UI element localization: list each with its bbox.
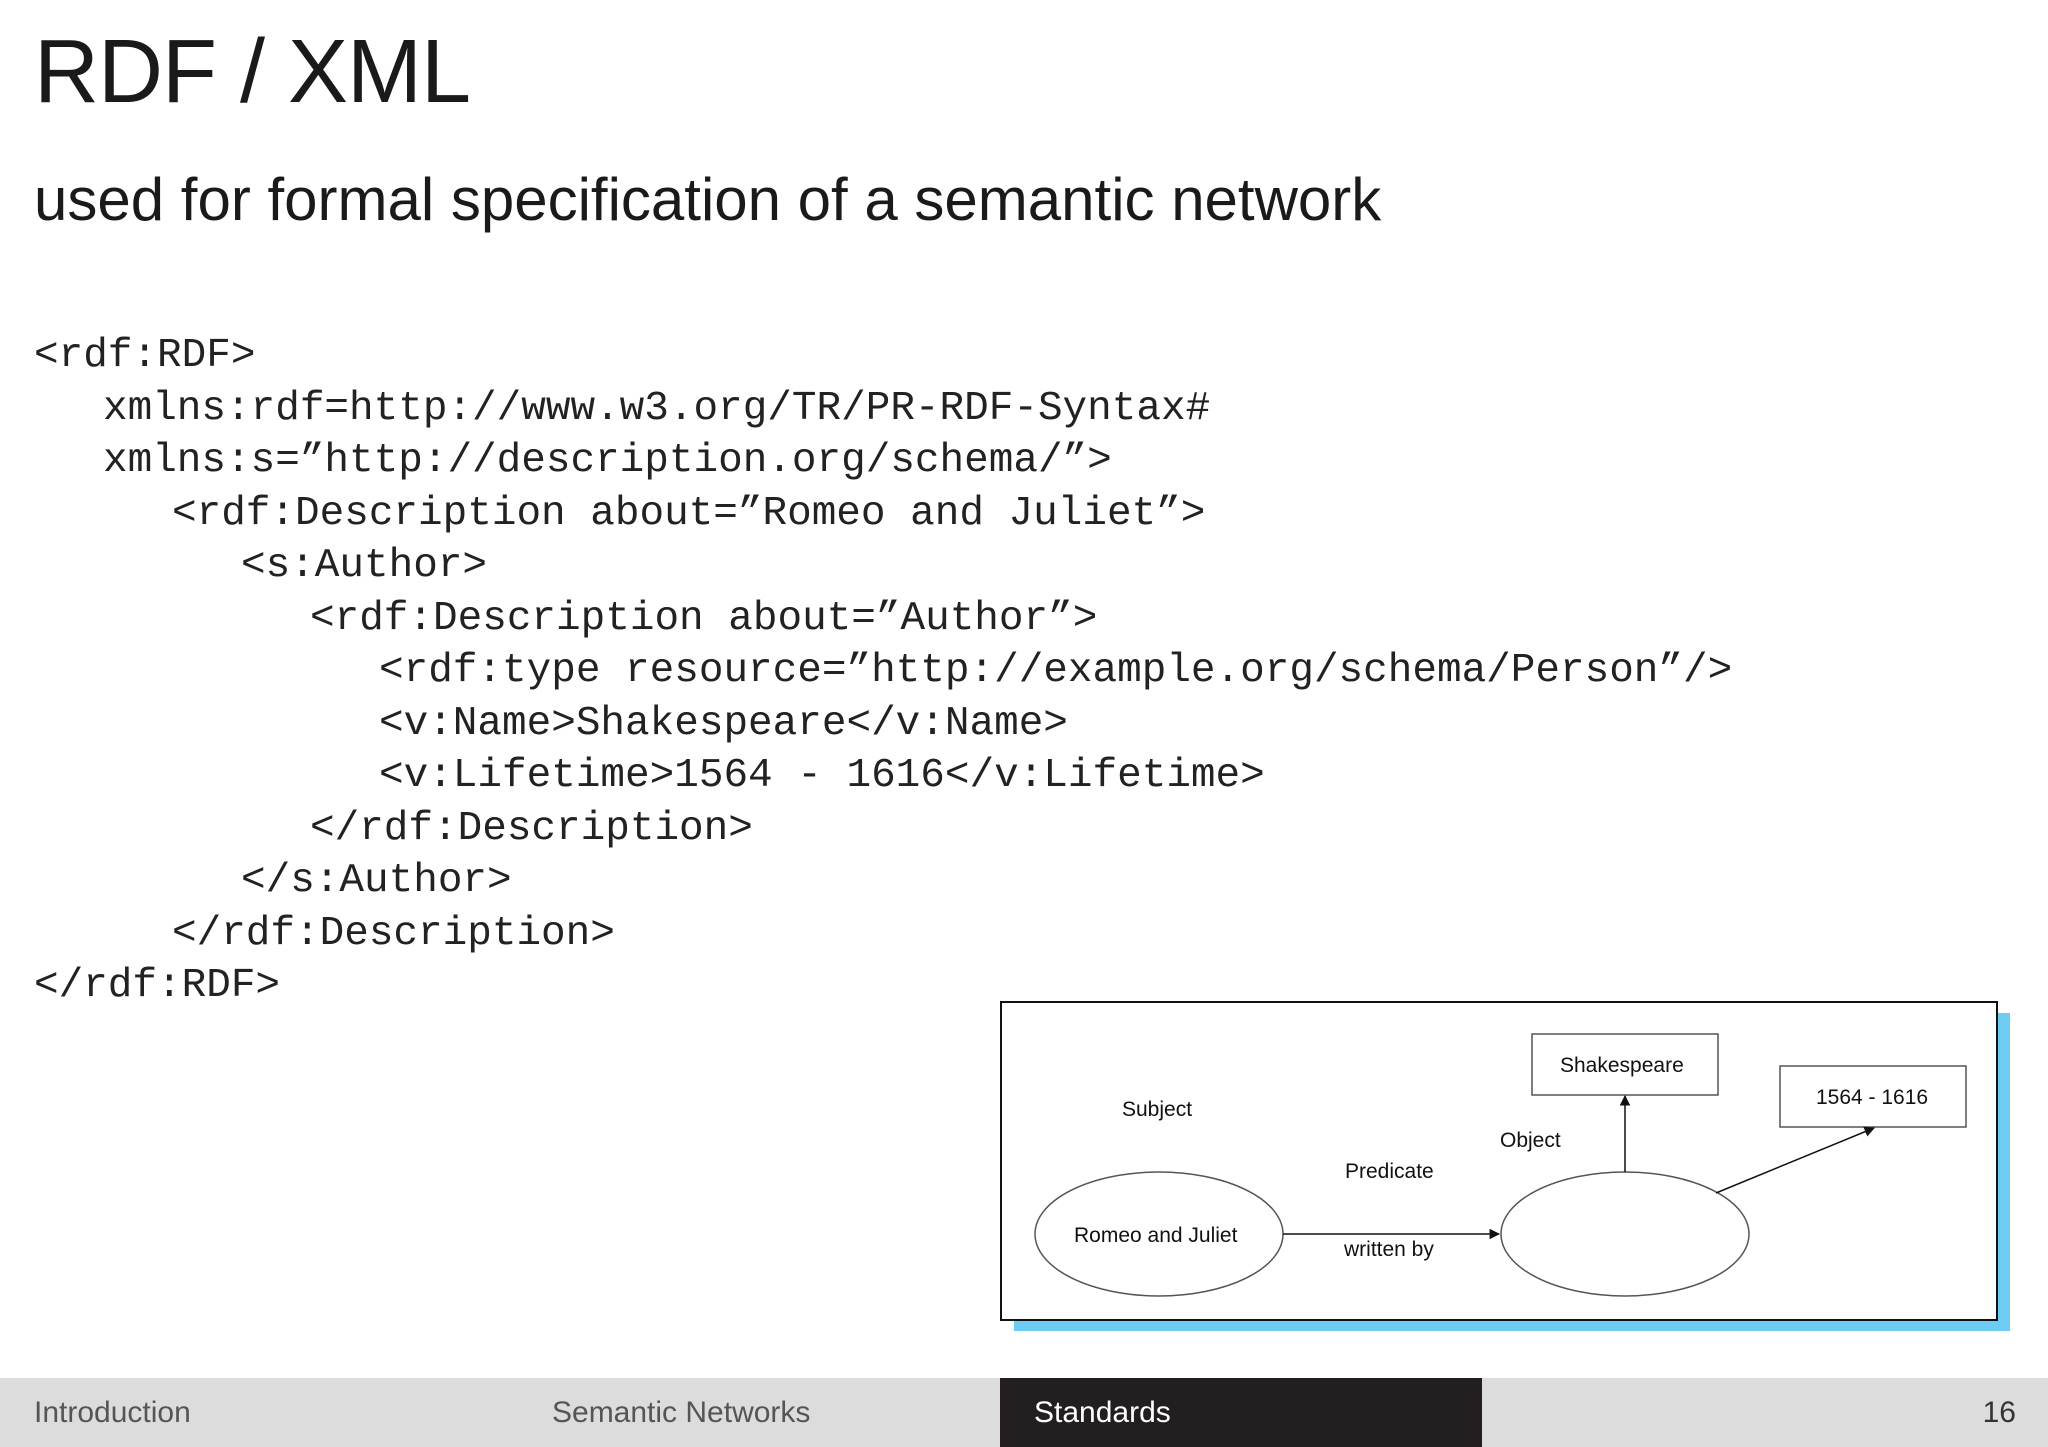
footer-section-semantic-networks[interactable]: Semantic Networks xyxy=(552,1396,811,1429)
edge-label: written by xyxy=(1344,1238,1434,1261)
rdf-diagram: Subject Predicate Object Romeo and Julie… xyxy=(1000,1001,2010,1331)
code-line: xmlns:rdf=http://www.w3.org/TR/PR-RDF-Sy… xyxy=(103,385,1211,432)
subject-label: Subject xyxy=(1122,1098,1193,1121)
code-line: <v:Lifetime>1564 - 1616</v:Lifetime> xyxy=(379,753,1265,799)
footer-section-standards[interactable]: Standards xyxy=(1000,1378,1482,1447)
code-line: </s:Author> xyxy=(241,858,512,904)
code-line: <rdf:Description about=”Author”> xyxy=(310,595,1098,642)
page-number: 16 xyxy=(1982,1396,2016,1429)
diagram-frame: Subject Predicate Object Romeo and Julie… xyxy=(1000,1001,1998,1321)
code-line: </rdf:Description> xyxy=(310,805,753,852)
slide-title: RDF / XML xyxy=(34,22,471,122)
shakespeare-node xyxy=(1531,1033,1719,1096)
code-line: <rdf:Description about=”Romeo and Juliet… xyxy=(172,490,1206,537)
code-line: </rdf:RDF> xyxy=(34,963,281,1009)
code-line: <v:Name>Shakespeare</v:Name> xyxy=(379,700,1068,747)
footer-nav: Introduction Semantic Networks Standards… xyxy=(0,1378,2048,1447)
code-line: xmlns:s=”http://description.org/schema/”… xyxy=(103,438,1112,484)
predicate-label: Predicate xyxy=(1345,1160,1434,1183)
footer-section-introduction[interactable]: Introduction xyxy=(34,1396,191,1429)
code-line: </rdf:Description> xyxy=(172,910,615,957)
code-line: <rdf:RDF> xyxy=(34,333,256,379)
lifetime-node-label: 1564 - 1616 xyxy=(1816,1086,1929,1109)
diagram-graph xyxy=(1034,1033,1967,1297)
object-node xyxy=(1500,1171,1750,1297)
shakespeare-node-label: Shakespeare xyxy=(1560,1054,1684,1077)
code-block: <rdf:RDF> xmlns:rdf=http://www.w3.org/TR/… xyxy=(34,330,1732,1013)
object-label: Object xyxy=(1500,1129,1561,1152)
slide-subtitle: used for formal specification of a seman… xyxy=(34,166,1382,233)
subject-node-label: Romeo and Juliet xyxy=(1074,1224,1238,1247)
lifetime-edge xyxy=(1715,1126,1875,1194)
code-line: <rdf:type resource=”http://example.org/s… xyxy=(379,648,1733,694)
code-line: <s:Author> xyxy=(241,543,488,589)
